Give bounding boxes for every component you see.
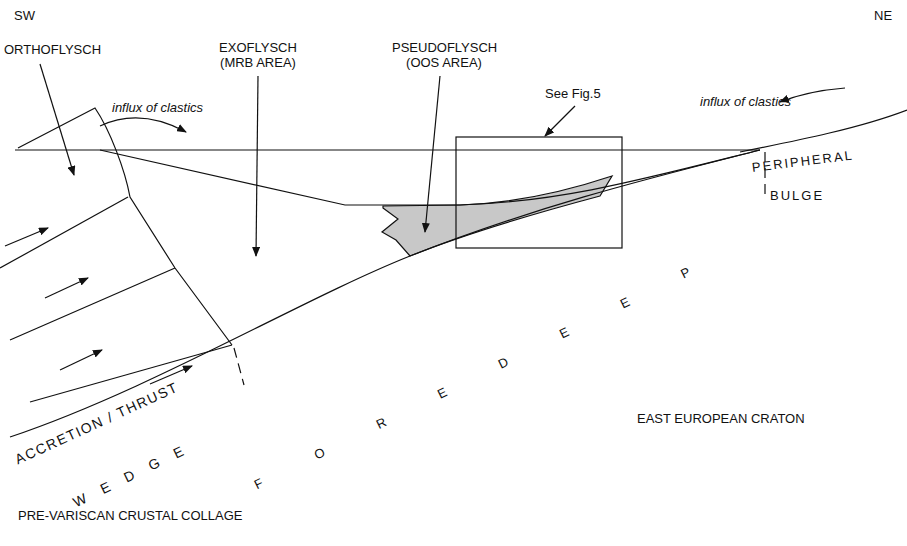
feature-label: FOREDEEP [252,238,746,492]
feature-label: WEDGE [71,436,202,510]
process-label: influx of clastics [700,94,791,109]
unit-label: EXOFLYSCH (MRB AREA) [212,40,304,70]
unit-label: ORTHOFLYSCH [4,42,101,57]
process-label: influx of clastics [112,100,203,115]
unit-label: PSEUDOFLYSCH (OOS AREA) [392,40,496,70]
region-label: EAST EUROPEAN CRATON [637,411,805,426]
direction-label: SW [14,8,35,23]
feature-label: PERIPHERAL [751,148,854,175]
region-label: PRE-VARISCAN CRUSTAL COLLAGE [18,508,242,523]
feature-label: BULGE [770,188,824,203]
direction-label: NE [874,8,892,23]
reference-label: See Fig.5 [545,86,601,101]
